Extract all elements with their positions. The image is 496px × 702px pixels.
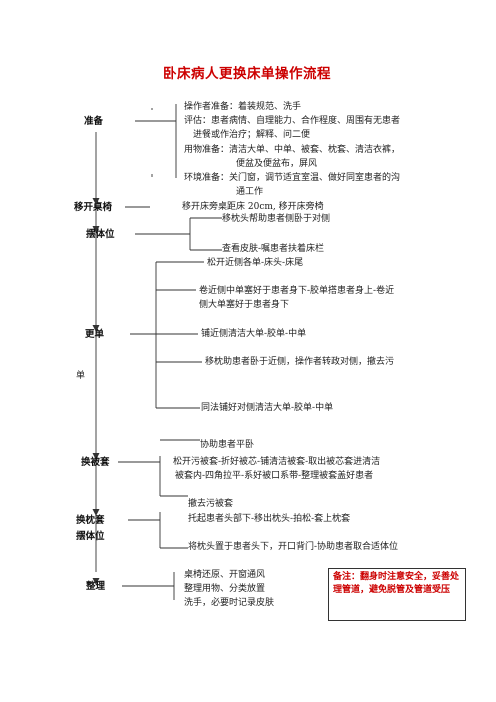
- arrow-to-move-table: [92, 198, 100, 205]
- page-title: 卧床病人更换床单操作流程: [163, 66, 331, 82]
- arrow-to-change-cover: [92, 453, 100, 460]
- arrow-to-position: [92, 226, 100, 233]
- prepare-item: 通工作: [236, 187, 264, 197]
- step-change-pillow: 换枕套: [76, 515, 105, 526]
- sheet-item: 移枕助患者卧于近侧，操作者转政对侧，撤去污: [205, 357, 395, 367]
- position-item: 移枕头帮助患者侧卧于对侧: [222, 214, 331, 224]
- cover-item: 协助患者平卧: [200, 440, 255, 450]
- step-change-sheet-tail: 单: [76, 371, 86, 381]
- sheet-item: 松开近侧各单-床头-床尾: [207, 258, 304, 268]
- sheet-item: 铺近侧清洁大单-胶单-中单: [201, 329, 307, 339]
- step-prepare: 准备: [84, 116, 104, 127]
- prepare-item: 便盆及便盆布，屏风: [236, 159, 318, 169]
- arrow-to-tidy: [92, 578, 100, 585]
- cover-item: 撤去污被套: [188, 499, 234, 509]
- step-move-table: 移开桌椅: [74, 202, 113, 213]
- cover-item: 被套内-四角拉平-系好被口系带-整理被套盖好患者: [175, 471, 374, 481]
- cover-item: 松开污被套-折好被芯-铺清洁被套-取出被芯套进清洁: [173, 457, 381, 467]
- prepare-item: 操作者准备：着装规范、洗手: [184, 102, 302, 112]
- step-position-2: 摆体位: [76, 531, 105, 542]
- tidy-item: 洗手，必要时记录皮肤: [184, 598, 275, 608]
- sheet-item: 卷近侧中单塞好于患者身下-胶单搭患者身上-卷近: [199, 286, 395, 296]
- step-tidy: 整理: [86, 581, 106, 592]
- step-change-cover: 换被套: [81, 457, 110, 468]
- prepare-item: 环境准备：关门窗，调节适宜室温、做好同室患者的沟: [184, 173, 401, 183]
- position-item: 查看皮肤-嘱患者扶着床栏: [222, 244, 325, 254]
- tidy-item: 整理用物、分类放置: [184, 584, 266, 594]
- pillow-item: 将枕头置于患者头下，开口背门-协助患者取合适体位: [188, 542, 399, 552]
- note-box: 备注：翻身时注意安全，妥善处理管道，避免脱管及管道受压: [328, 568, 466, 621]
- step-change-sheet: 更单: [85, 329, 105, 340]
- arrow-to-change-pillow: [92, 509, 100, 516]
- sheet-item: 侧大单塞好于患者身下: [199, 300, 290, 310]
- arrow-to-change-sheet: [92, 325, 100, 332]
- tidy-item: 桌椅还原、开窗通风: [184, 570, 266, 580]
- step-position: 摆体位: [86, 229, 115, 240]
- prepare-item: 进餐或作治疗；解释、问二便: [193, 130, 311, 140]
- move-table-text: 移开床旁桌距床 20cm, 移开床旁椅: [182, 202, 324, 212]
- pillow-item: 托起患者头部下-移出枕头-拍松-套上枕套: [188, 514, 351, 524]
- prepare-item: 评估：患者病情、自理能力、合作程度、周围有无患者: [184, 116, 401, 126]
- sheet-item: 同法铺好对侧清洁大单-胶单-中单: [201, 403, 334, 413]
- prepare-item: 用物准备：清洁大单、中单、被套、枕套、清洁衣裤，: [184, 145, 401, 155]
